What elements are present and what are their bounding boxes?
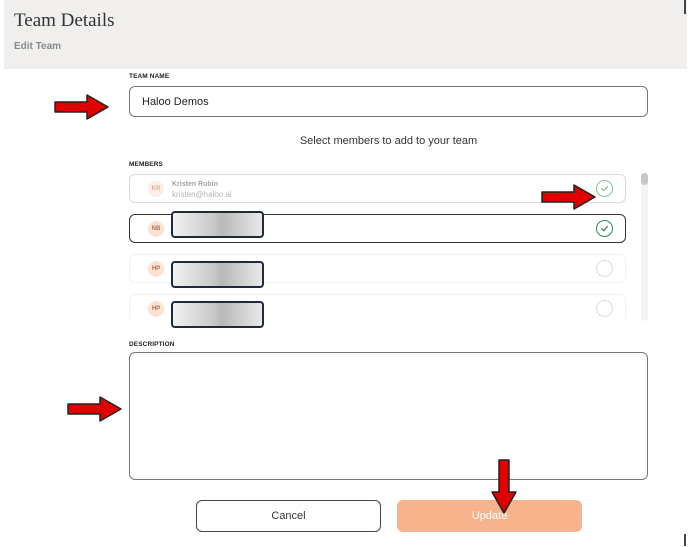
update-button[interactable]: Update	[397, 500, 582, 532]
redaction-box	[171, 211, 264, 238]
scrollbar-thumb[interactable]	[641, 173, 648, 185]
red-arrow-icon	[491, 459, 517, 514]
page-title: Team Details	[14, 10, 115, 31]
checkmark-icon	[601, 225, 609, 232]
member-select-checkbox[interactable]	[596, 300, 613, 317]
members-label: MEMBERS	[129, 161, 163, 168]
window-edge-mark-bottom	[684, 534, 686, 546]
member-select-checkbox[interactable]	[596, 180, 613, 197]
description-textarea[interactable]	[129, 352, 648, 480]
avatar: HP	[148, 261, 164, 277]
team-name-label: TEAM NAME	[129, 73, 170, 80]
page-subtitle: Edit Team	[14, 41, 62, 52]
page-header: Team Details Edit Team	[4, 0, 687, 69]
description-label: DESCRIPTION	[129, 341, 175, 348]
members-scrollbar[interactable]	[641, 173, 648, 321]
member-select-checkbox[interactable]	[596, 260, 613, 277]
window-edge-mark	[684, 0, 686, 14]
select-members-hint: Select members to add to your team	[299, 135, 478, 147]
red-arrow-icon	[541, 184, 596, 210]
red-arrow-icon	[67, 396, 122, 422]
avatar: HP	[148, 301, 164, 317]
redaction-box	[171, 261, 264, 288]
avatar: NB	[148, 221, 164, 237]
team-name-input[interactable]	[129, 86, 648, 117]
member-select-checkbox[interactable]	[596, 220, 613, 237]
redaction-box	[171, 301, 264, 328]
red-arrow-icon	[54, 94, 109, 120]
member-email: kristen@haloo.ai	[172, 190, 232, 199]
cancel-button[interactable]: Cancel	[196, 500, 381, 532]
avatar: KR	[148, 181, 164, 197]
member-row[interactable]: KR Kristen Rubin kristen@haloo.ai	[129, 174, 626, 203]
checkmark-icon	[601, 185, 609, 192]
member-name: Kristen Rubin	[172, 181, 218, 188]
